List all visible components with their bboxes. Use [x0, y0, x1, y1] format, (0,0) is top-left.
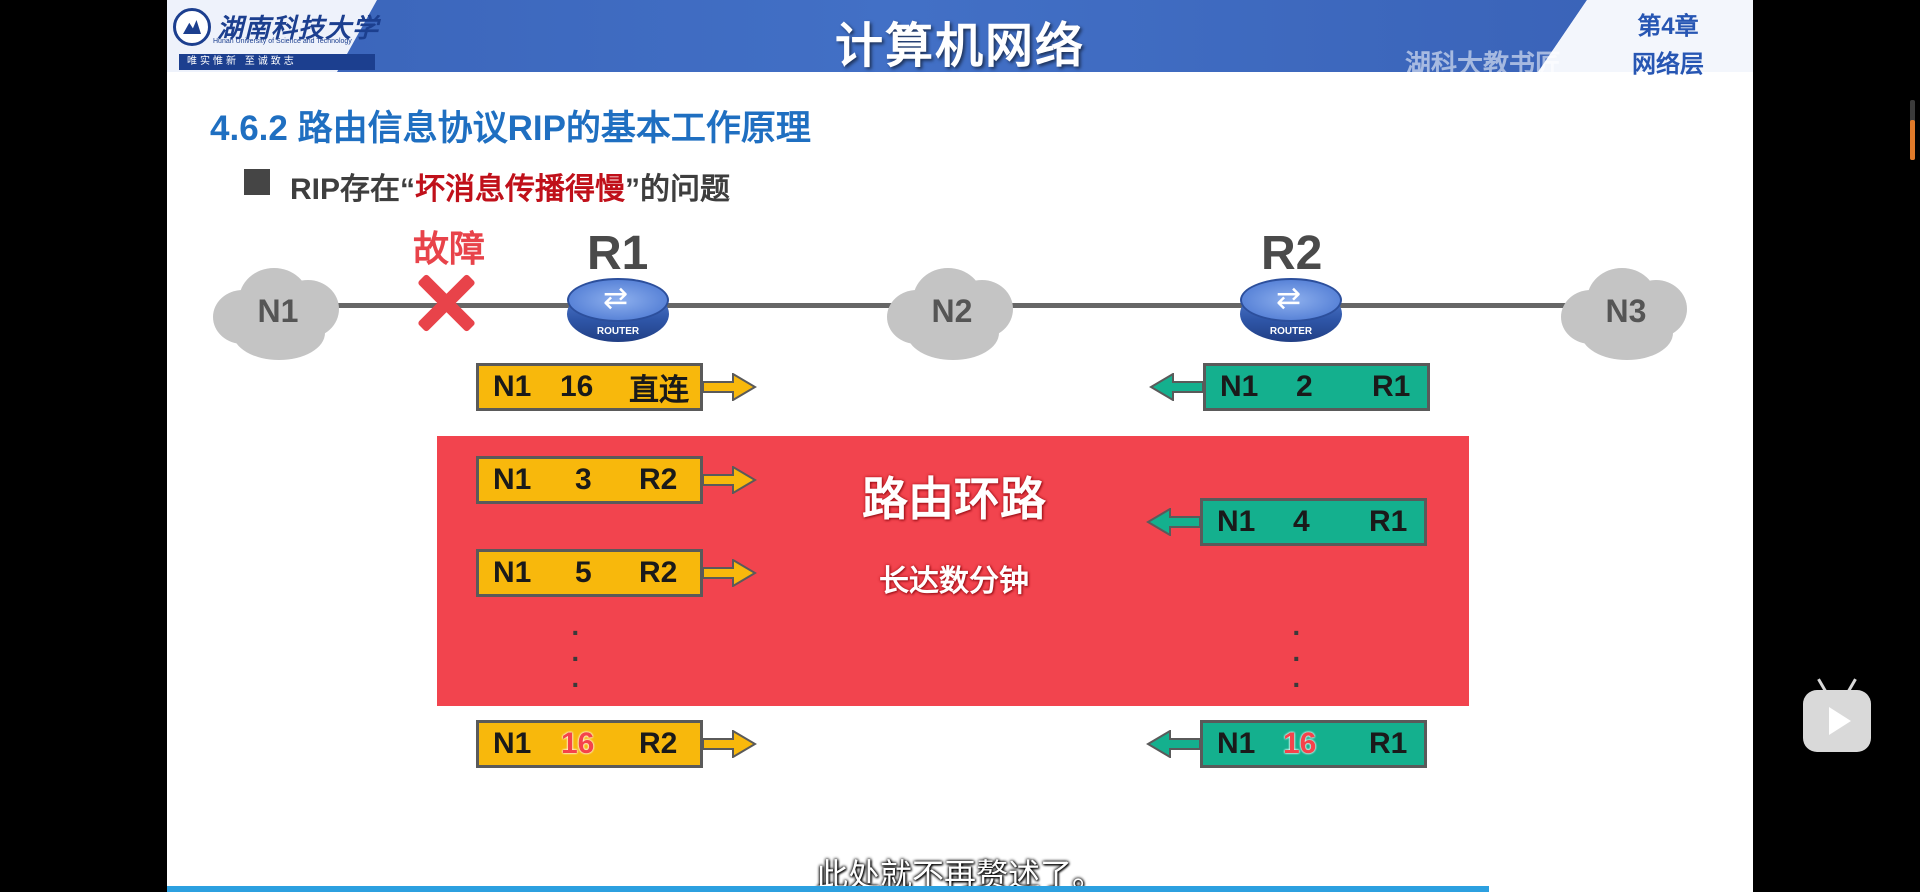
route-dest: N1 [493, 556, 532, 589]
route-next-hop: R2 [639, 556, 678, 589]
bullet-square-icon [244, 169, 270, 195]
university-english-name: Hunan University of Science and Technolo… [213, 38, 352, 45]
route-next-hop: 直连 [629, 374, 689, 407]
play-icon [1829, 707, 1851, 735]
route-r2-final: N1 16 R1 [1146, 720, 1427, 768]
route-dest: N1 [493, 463, 532, 496]
watermark: 湖科大教书匠 [1405, 49, 1562, 79]
arrow-right-icon [703, 373, 757, 401]
ellipsis-right-icon: ··· [1292, 617, 1302, 700]
fault-label: 故障 [413, 228, 486, 269]
network-n3-cloud-icon: N3 [1561, 260, 1691, 362]
route-r1-update-2: N1 5 R2 [476, 549, 757, 597]
network-n3-label: N3 [1605, 292, 1647, 329]
ellipsis-left-icon: ··· [571, 617, 581, 700]
route-next-hop: R1 [1369, 727, 1408, 760]
network-n2-label: N2 [931, 292, 973, 329]
university-motto: 唯实惟新 至诚致志 [179, 54, 375, 70]
route-dest: N1 [1217, 505, 1256, 538]
routing-loop-duration: 长达数分钟 [879, 565, 1029, 598]
slide: 湖南科技大学 Hunan University of Science and T… [167, 0, 1753, 892]
university-seal-icon [173, 8, 211, 46]
arrow-left-icon [1149, 373, 1203, 401]
route-next-hop: R1 [1369, 505, 1408, 538]
course-title: 计算机网络 [834, 20, 1085, 73]
fault-cross-icon [411, 268, 481, 338]
route-distance: 4 [1293, 505, 1310, 538]
arrow-right-icon [703, 559, 757, 587]
route-next-hop: R2 [639, 727, 678, 760]
arrow-left-icon [1146, 508, 1200, 536]
route-dest: N1 [493, 370, 532, 403]
router-r2-icon: ROUTER [1240, 274, 1342, 346]
router-r2-text: ROUTER [1269, 326, 1313, 337]
route-dest: N1 [1220, 370, 1259, 403]
route-distance: 16 [560, 370, 594, 403]
route-r1-update-1: N1 3 R2 [476, 456, 757, 504]
chapter-name: 网络层 [1632, 51, 1704, 78]
router-r2-label: R2 [1261, 227, 1323, 280]
router-r1-label: R1 [587, 227, 649, 280]
route-r1-initial: N1 16 直连 [476, 363, 757, 411]
topic-line: RIP存在“坏消息传播得慢”的问题 [290, 164, 730, 208]
route-distance: 16 [561, 727, 595, 760]
arrow-right-icon [703, 466, 757, 494]
play-button[interactable] [1803, 690, 1871, 752]
arrow-right-icon [703, 730, 757, 758]
route-distance: 5 [575, 556, 592, 589]
video-progress-bar[interactable] [167, 886, 1489, 892]
section-title: 4.6.2 路由信息协议RIP的基本工作原理 [210, 109, 811, 148]
route-dest: N1 [493, 727, 532, 760]
arrow-left-icon [1146, 730, 1200, 758]
route-dest: N1 [1217, 727, 1256, 760]
university-name: 湖南科技大学 [217, 14, 380, 44]
topic-prefix: RIP存在“ [290, 173, 416, 206]
side-scroll-thumb[interactable] [1910, 120, 1915, 160]
network-n1-cloud-icon: N1 [213, 260, 343, 362]
route-distance: 3 [575, 463, 592, 496]
topic-highlight: 坏消息传播得慢 [415, 173, 626, 206]
routing-loop-title: 路由环路 [862, 473, 1046, 525]
topic-suffix: ”的问题 [625, 173, 731, 206]
header-band [337, 0, 1587, 72]
route-r2-update-1: N1 4 R1 [1146, 498, 1427, 546]
router-r1-text: ROUTER [596, 326, 640, 337]
route-distance: 2 [1296, 370, 1313, 403]
route-r1-final: N1 16 R2 [476, 720, 757, 768]
route-r2-initial: N1 2 R1 [1149, 363, 1430, 411]
route-next-hop: R1 [1372, 370, 1411, 403]
route-next-hop: R2 [639, 463, 678, 496]
network-n2-cloud-icon: N2 [887, 260, 1017, 362]
chapter-number: 第4章 [1637, 13, 1699, 40]
route-distance: 16 [1283, 727, 1317, 760]
router-r1-icon: ROUTER [567, 274, 669, 346]
network-n1-label: N1 [257, 292, 299, 329]
